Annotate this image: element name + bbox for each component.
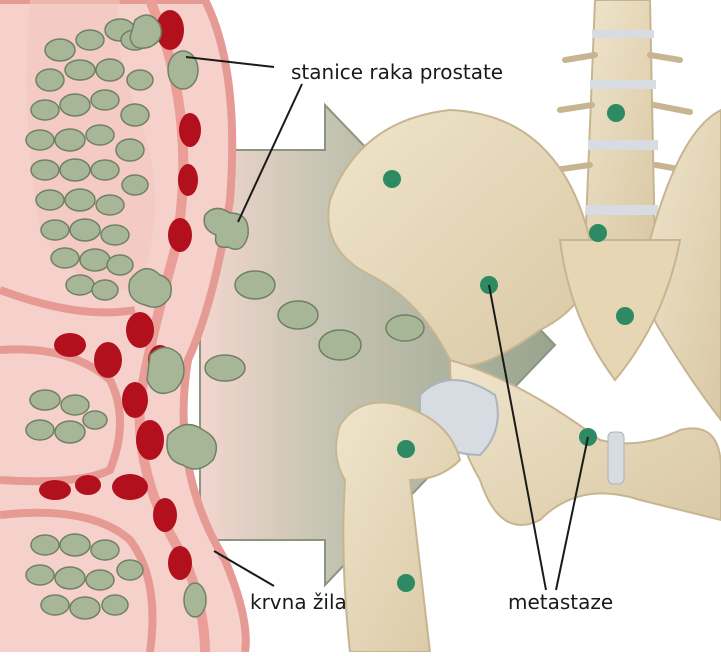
cancer-cells-label: stanice raka prostate xyxy=(291,62,503,82)
blood-vessel-label: krvna žila xyxy=(250,592,347,612)
metastases-label: metastaze xyxy=(508,592,613,612)
